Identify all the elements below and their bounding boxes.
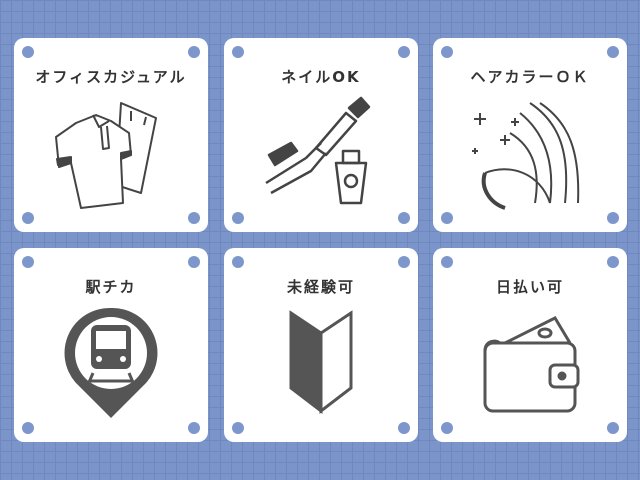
- pin-dot: [188, 212, 200, 224]
- pin-dot: [607, 422, 619, 434]
- card-title: ヘアカラーＯＫ: [470, 68, 590, 86]
- card-title: 未経験可: [286, 278, 355, 296]
- train-station-pin-icon: [64, 307, 158, 418]
- pin-dot: [441, 212, 453, 224]
- pin-dot: [22, 256, 34, 268]
- card-office-casual: オフィスカジュアル: [14, 38, 208, 232]
- card-hair-color-ok: ヘアカラーＯＫ: [433, 38, 627, 232]
- beginner-mark-icon: [289, 310, 353, 415]
- pin-dot: [22, 212, 34, 224]
- pin-dot: [441, 256, 453, 268]
- card-title: 駅チカ: [85, 278, 137, 296]
- wallet-icon: [483, 316, 580, 413]
- card-title: ネイルOK: [281, 68, 361, 86]
- card-nail-ok: ネイルOK: [224, 38, 418, 232]
- pin-dot: [22, 422, 34, 434]
- pin-dot: [232, 422, 244, 434]
- pin-dot: [398, 422, 410, 434]
- pin-dot: [232, 46, 244, 58]
- pin-dot: [607, 46, 619, 58]
- pin-dot: [607, 256, 619, 268]
- card-near-station: 駅チカ: [14, 248, 208, 442]
- card-daily-pay: 日払い可: [433, 248, 627, 442]
- pin-dot: [232, 256, 244, 268]
- pin-dot: [188, 256, 200, 268]
- pin-dot: [398, 256, 410, 268]
- hair-color-icon: [472, 102, 580, 210]
- pin-dot: [607, 212, 619, 224]
- pin-dot: [441, 46, 453, 58]
- card-no-experience: 未経験可: [224, 248, 418, 442]
- pin-dot: [22, 46, 34, 58]
- pin-dot: [232, 212, 244, 224]
- card-title: オフィスカジュアル: [35, 68, 187, 86]
- pin-dot: [398, 46, 410, 58]
- card-title: 日払い可: [495, 278, 564, 296]
- pin-dot: [188, 46, 200, 58]
- pin-dot: [398, 212, 410, 224]
- office-casual-clothes-icon: [55, 102, 157, 209]
- pin-dot: [188, 422, 200, 434]
- pin-dot: [441, 422, 453, 434]
- nail-polish-icon: [265, 96, 371, 205]
